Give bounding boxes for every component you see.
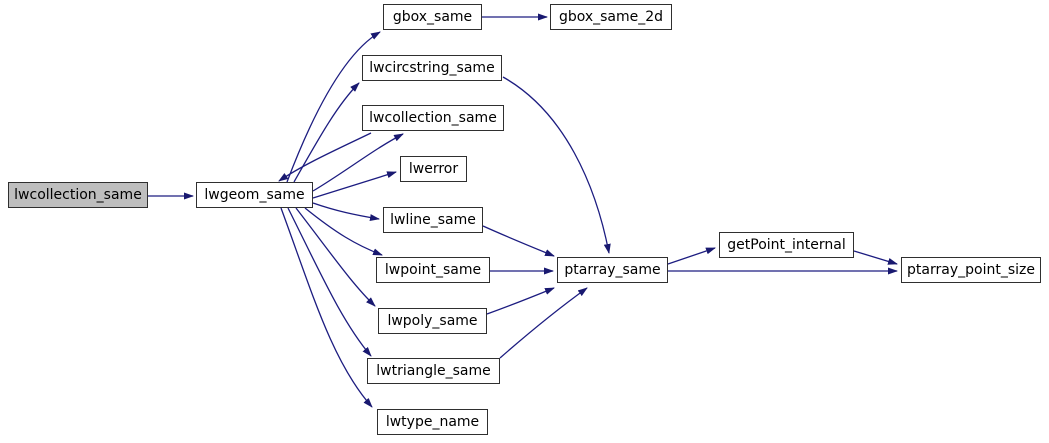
edge-lwgeom-to-lwpoly	[295, 207, 376, 307]
edge-ptarray-to-getpoint	[667, 247, 716, 265]
node-gbox-same-2d[interactable]: gbox_same_2d	[550, 4, 672, 30]
node-lwtype-name[interactable]: lwtype_name	[377, 409, 488, 435]
edge-lwpoly-to-ptarray	[486, 287, 555, 315]
node-lwpoly-same[interactable]: lwpoly_same	[378, 308, 487, 334]
node-gbox-same[interactable]: gbox_same	[383, 4, 482, 30]
node-ptarray-same[interactable]: ptarray_same	[557, 257, 668, 283]
node-ptarray-point-size[interactable]: ptarray_point_size	[901, 257, 1041, 283]
node-getpoint-internal[interactable]: getPoint_internal	[719, 232, 854, 258]
edge-lwgeom-to-lwline	[312, 202, 380, 221]
node-lwtriangle-same[interactable]: lwtriangle_same	[367, 358, 500, 384]
edge-lwgeom-to-lwcollection	[312, 133, 404, 192]
edge-lwcollection-to-lwgeom	[278, 132, 372, 182]
node-lwpoint-same[interactable]: lwpoint_same	[376, 257, 490, 283]
edge-lwgeom-to-lwerror	[312, 171, 397, 199]
edge-lwgeom-to-lwtriangle	[287, 207, 372, 357]
node-lwline-same[interactable]: lwline_same	[383, 207, 483, 233]
node-lwcircstring-same[interactable]: lwcircstring_same	[362, 55, 502, 81]
edge-lwtriangle-to-ptarray	[499, 287, 588, 359]
edge-lwgeom-to-gbox	[286, 31, 381, 183]
edge-lwgeom-to-lwpoint	[304, 207, 383, 256]
edge-getpoint-to-ptsize	[853, 250, 898, 265]
edge-lwcircstring-to-ptarray	[502, 76, 611, 254]
node-lwgeom-same[interactable]: lwgeom_same	[196, 182, 313, 208]
edge-lwline-to-ptarray	[482, 225, 555, 257]
node-lwcollection-same[interactable]: lwcollection_same	[362, 105, 504, 131]
node-lwcollection-same-root: lwcollection_same	[8, 182, 148, 208]
edge-lwgeom-to-lwtype	[280, 207, 373, 408]
node-lwerror[interactable]: lwerror	[400, 156, 467, 182]
